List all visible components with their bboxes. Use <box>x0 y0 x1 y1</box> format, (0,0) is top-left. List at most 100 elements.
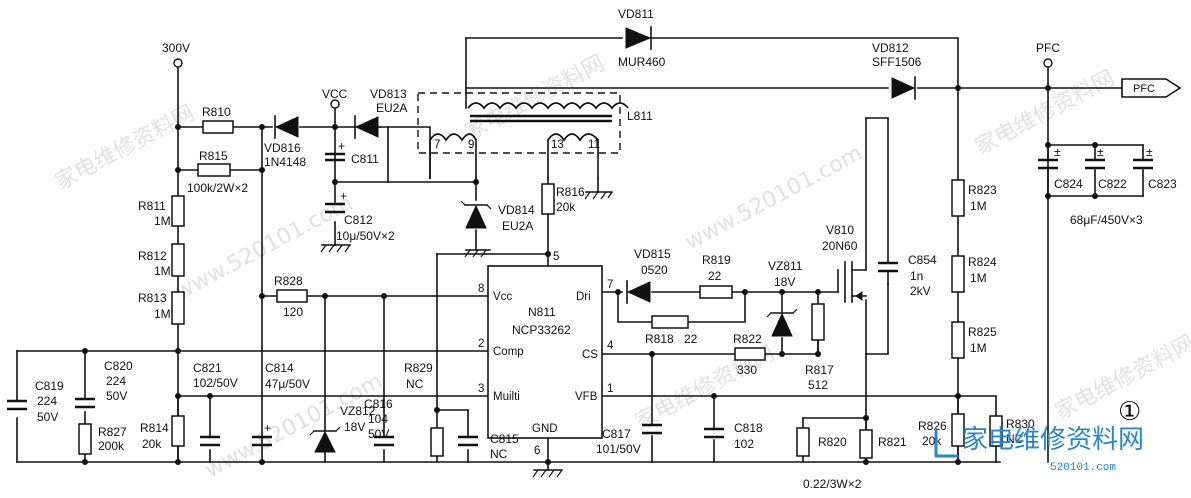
r811-value: 1M <box>154 214 171 228</box>
vd815-part: 0520 <box>641 263 668 277</box>
r812-ref: R812 <box>138 249 167 263</box>
r820-r821-value: 0.22/3W×2 <box>803 477 862 491</box>
c821-ref: C821 <box>193 361 222 375</box>
diode-vd811: VD811 MUR460 <box>618 7 666 69</box>
resistor-r819 <box>699 285 733 299</box>
r826-value: 20k <box>922 434 942 448</box>
capacitor-c820: C820 224 50V <box>75 359 133 409</box>
resistor-r811 <box>171 195 185 227</box>
r824-ref: R824 <box>968 255 997 269</box>
diode-vd812: VD812 SFF1506 <box>872 41 922 100</box>
c816-ref: C816 <box>364 397 393 411</box>
mosfet-v810: V810 20N60 <box>822 223 867 303</box>
r827-ref: R827 <box>98 425 127 439</box>
vd814-ref: VD814 <box>498 203 535 217</box>
c816-value2: 50V <box>368 427 389 441</box>
vd812-ref: VD812 <box>872 41 909 55</box>
v810-ref: V810 <box>826 223 854 237</box>
vz811-ref: VZ811 <box>768 259 803 273</box>
ic-ref: N811 <box>528 305 556 319</box>
r827-value: 200k <box>98 439 125 453</box>
pin-comp-name: Comp <box>493 346 524 358</box>
logo-text: 家电维修资料网 <box>962 425 1144 455</box>
r828-ref: R828 <box>274 274 303 288</box>
transformer-ref: L811 <box>627 109 653 123</box>
pin-gnd-num: 6 <box>534 445 540 457</box>
c817-value: 101/50V <box>596 442 641 456</box>
diodes: VD811 MUR460 VD812 SFF1506 VD816 1N4148 … <box>264 7 922 453</box>
r818-ref: R818 <box>645 332 674 346</box>
capacitor-c812: + C812 10μ/50V×2 <box>325 189 395 243</box>
resistor-r820 <box>796 427 810 457</box>
pin-gnd-name: GND <box>532 423 558 435</box>
r825-value: 1M <box>970 341 987 355</box>
pin-vcc-num: 8 <box>478 283 484 295</box>
resistor-r813 <box>171 291 185 325</box>
r826-ref: R826 <box>918 419 947 433</box>
pin-mult-name: Muilti <box>493 391 520 403</box>
capacitor-c823: ± C823 <box>1133 144 1177 197</box>
pin-vfb-name: VFB <box>575 391 598 403</box>
r822-value: 330 <box>737 363 757 377</box>
r815-ref: R815 <box>199 149 228 163</box>
watermark-url: www.520101.com <box>171 191 357 306</box>
pin-vcc-name: Vcc <box>493 291 512 303</box>
r828-value: 120 <box>283 305 303 319</box>
svg-text:±: ± <box>1146 145 1153 159</box>
watermark-text: 家电维修资料网 <box>461 51 609 145</box>
c819-value: 224 <box>37 394 57 408</box>
r810-ref: R810 <box>202 105 231 119</box>
c819-ref: C819 <box>35 379 64 393</box>
capacitor-c819: C819 224 50V <box>7 379 64 424</box>
r824-value: 1M <box>970 271 987 285</box>
svg-text:+: + <box>264 421 271 435</box>
resistor-r817 <box>811 303 825 341</box>
node-pfc-label: PFC <box>1036 41 1060 55</box>
r817-ref: R817 <box>805 363 834 377</box>
c815-ref: C815 <box>490 432 519 446</box>
resistor-r827 <box>78 423 92 455</box>
ground-icon <box>320 244 351 253</box>
transformer-pin: 7 <box>434 139 440 151</box>
vd816-part: 1N4148 <box>264 155 306 169</box>
site-logo: 家电维修资料网 520101.com <box>934 425 1144 474</box>
ground-icon <box>584 191 613 200</box>
pin-cs-num: 4 <box>607 340 614 352</box>
zener-vz811: VZ811 18V <box>766 259 803 337</box>
ground-icon <box>532 469 563 478</box>
r825-ref: R825 <box>968 325 997 339</box>
vd811-ref: VD811 <box>618 7 654 21</box>
transformer-l811: 7 9 13 11 L811 <box>417 92 653 154</box>
pin-cs-name: CS <box>582 349 598 361</box>
junctions <box>82 85 1098 465</box>
r830-value: NC <box>1006 432 1024 446</box>
vd813-part: EU2A <box>376 101 407 115</box>
c854-ref: C854 <box>908 253 937 267</box>
terminal-pfc <box>1043 58 1053 68</box>
diode-vd813: VD813 EU2A <box>354 87 407 139</box>
ic-n811: N811 NCP33262 Vcc 8 Comp 2 Muilti 3 GND … <box>478 251 614 457</box>
transformer-pin: 11 <box>588 139 600 151</box>
c821-value: 102/50V <box>193 376 238 390</box>
capacitor-c822: ± C822 <box>1085 144 1127 197</box>
capacitor-c811: + C811 <box>325 139 379 166</box>
r821-ref: R821 <box>878 435 907 449</box>
v810-part: 20N60 <box>822 239 858 253</box>
diode-vd815: VD815 0520 <box>626 247 671 304</box>
resistor-r826 <box>951 413 965 447</box>
r819-value: 22 <box>708 269 722 283</box>
diode-vd814: VD814 EU2A <box>460 200 535 233</box>
r816-value: 20k <box>556 200 576 214</box>
resistor-r823 <box>951 179 965 217</box>
logo-url: 520101.com <box>1050 462 1116 474</box>
r822-ref: R822 <box>733 332 762 346</box>
c854-value: 1n <box>910 269 923 283</box>
vz812-ref: VZ812 <box>340 404 376 418</box>
resistor-r828 <box>276 289 308 303</box>
ground-icon <box>464 249 491 258</box>
node-pfc-out-label: PFC <box>1133 83 1155 95</box>
capacitor-c824: ± C824 <box>1038 144 1083 197</box>
c815-value: NC <box>490 447 508 461</box>
capacitor-c817: C817 101/50V <box>596 423 662 456</box>
pin-dri-num: 7 <box>607 279 613 291</box>
